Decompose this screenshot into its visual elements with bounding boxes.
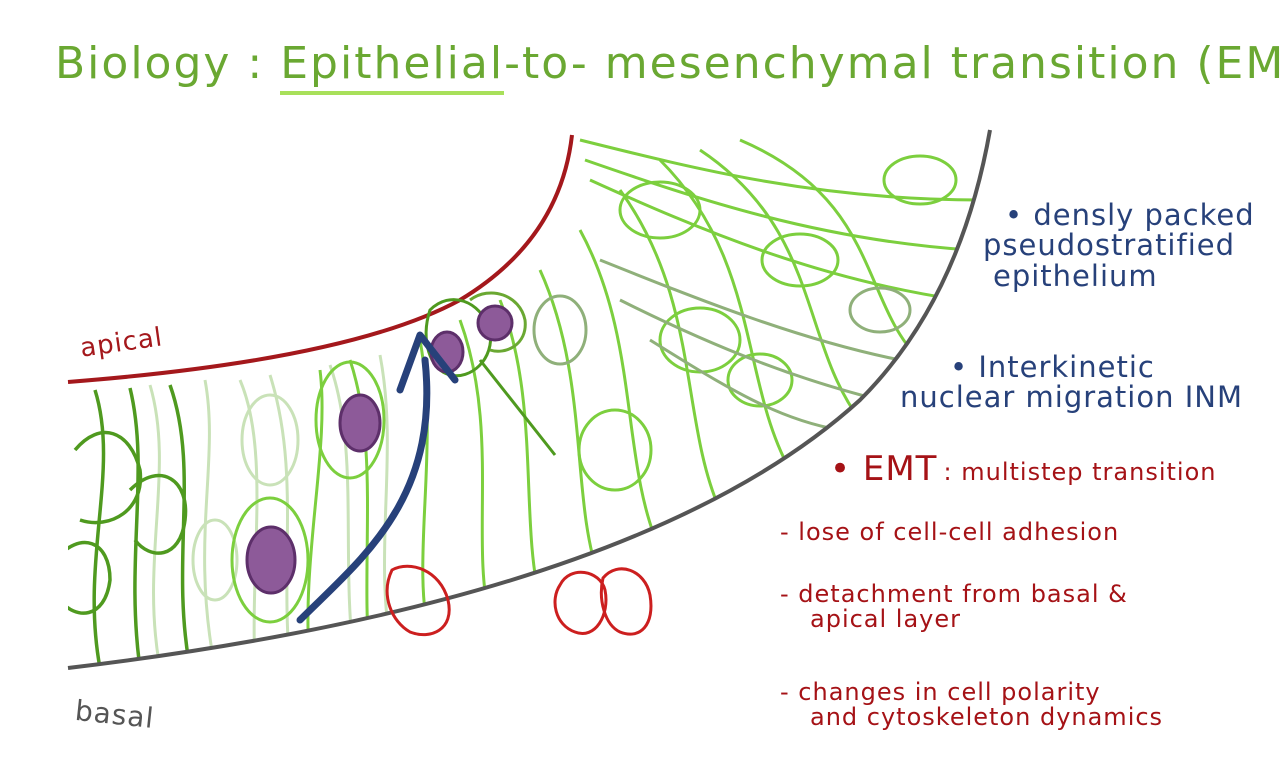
note-inm: • Interkinetic nuclear migration INM <box>900 350 1243 413</box>
note-adhesion: - lose of cell-cell adhesion <box>780 518 1120 546</box>
note-line: - changes in cell polarity <box>780 678 1101 706</box>
title-underlined-word: Epithelial <box>280 38 505 95</box>
inm-arrow <box>296 331 459 624</box>
detached-cell <box>385 564 451 637</box>
emt-heading: • EMT <box>830 449 938 489</box>
note-line: • densly packed <box>1005 198 1255 232</box>
note-line: apical layer <box>810 605 962 634</box>
nucleus <box>338 393 382 453</box>
detached-cell <box>599 567 653 636</box>
nucleus <box>476 304 514 342</box>
note-pseudostratified: • densly packed pseudostratified epithel… <box>983 198 1255 292</box>
note-polarity: - changes in cell polarity and cytoskele… <box>780 678 1164 732</box>
nuclei <box>245 304 514 595</box>
emt-subtitle: : multistep transition <box>943 458 1217 486</box>
detaching-cells <box>385 564 653 637</box>
apical-border <box>67 134 574 384</box>
note-line: - detachment from basal & <box>780 580 1128 608</box>
note-line: pseudostratified <box>983 228 1236 263</box>
note-line: • Interkinetic <box>950 350 1155 384</box>
bright-cells <box>230 138 981 668</box>
detached-cell <box>553 570 608 635</box>
note-line: and cytoskeleton dynamics <box>810 703 1164 732</box>
dark-cells <box>68 384 192 668</box>
note-detachment: - detachment from basal & apical layer <box>780 580 1128 634</box>
note-line: epithelium <box>993 258 1158 293</box>
title-rest: -to- mesenchymal transition (EMT) <box>504 38 1280 89</box>
note-emt: • EMT : multistep transition <box>830 449 1217 489</box>
note-line: nuclear migration INM <box>900 380 1243 415</box>
diagram-title: Biology : Epithelial-to- mesenchymal tra… <box>55 38 1280 95</box>
nucleus <box>245 525 297 595</box>
muted-cells <box>532 258 912 432</box>
basal-border <box>67 129 992 670</box>
title-prefix: Biology : <box>55 38 281 89</box>
